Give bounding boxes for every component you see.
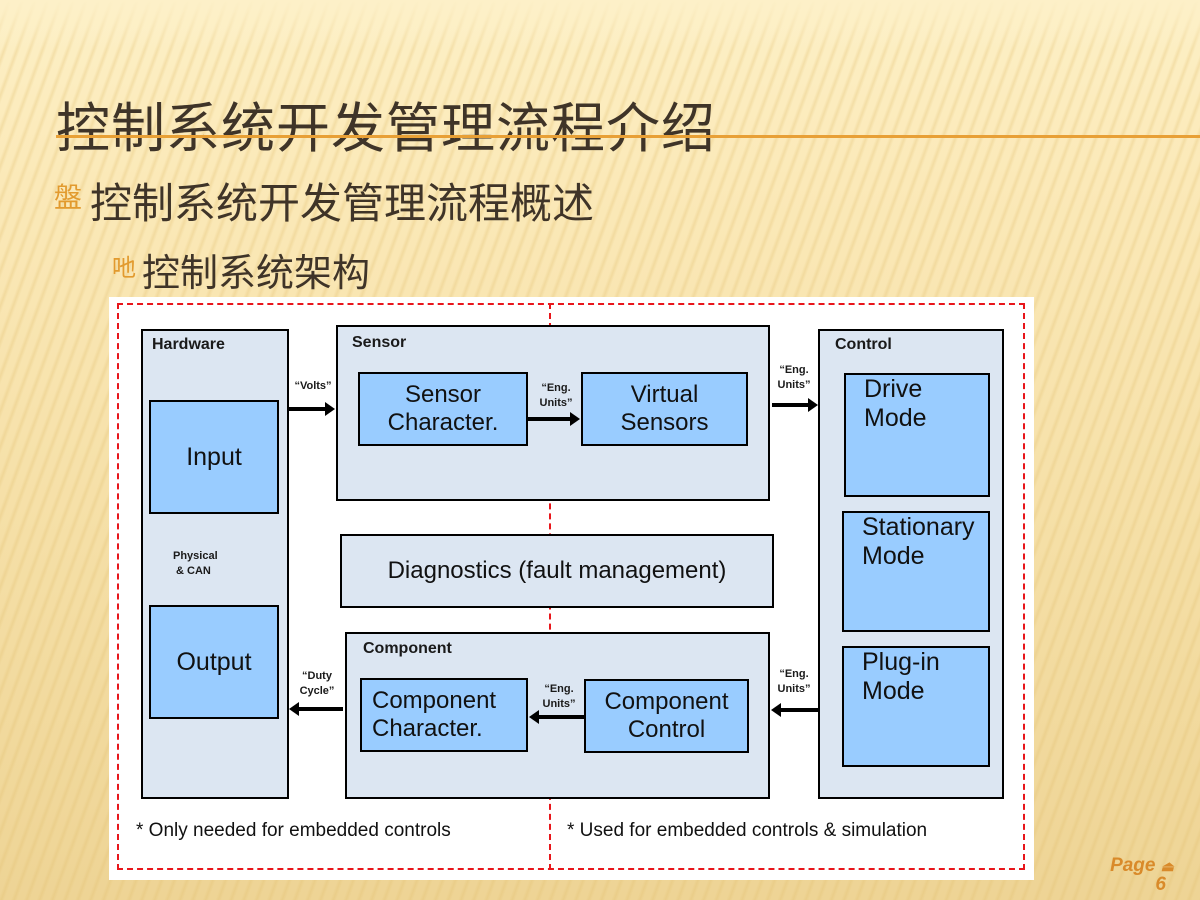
virtual-sensors-line2: Sensors <box>620 409 709 436</box>
sensor-label: Sensor <box>352 334 407 351</box>
drive-mode-line1: Drive <box>864 375 923 403</box>
sensor-character-block: Sensor Character. <box>358 372 528 446</box>
output-label: Output <box>176 647 252 676</box>
sensor-group: Sensor Sensor Character. “Eng. Units” Vi… <box>336 325 770 501</box>
sensor-eng-units-label: “Eng. Units” <box>530 381 582 412</box>
input-label: Input <box>186 442 242 471</box>
bullet-marker-icon: 盤 <box>54 181 83 214</box>
eng-units-line1: “Eng. <box>779 364 809 376</box>
bullet-level1: 盤控制系统开发管理流程概述 <box>54 170 594 231</box>
input-block: Input <box>149 400 279 514</box>
bullet-level1-text: 控制系统开发管理流程概述 <box>90 179 595 228</box>
eng-units-line2: Units” <box>777 379 811 392</box>
volts-arrow <box>289 402 335 416</box>
duty-cycle-arrow <box>289 702 343 716</box>
component-eng-units-label: “Eng. Units” <box>533 682 585 713</box>
sensor-character-line1: Sensor <box>404 381 482 409</box>
control-group: Control Drive Mode Stationary Mode Plug-… <box>818 329 1004 799</box>
eng-units-line1: “Eng. <box>544 683 574 695</box>
control-to-component-arrow <box>771 703 818 717</box>
component-group: Component Component Character. “Eng. Uni… <box>345 632 770 799</box>
hardware-group: Hardware Input Physical & CAN Output <box>141 329 289 799</box>
component-control-line2: Control <box>627 716 706 743</box>
diagnostics-block: Diagnostics (fault management) <box>340 534 774 608</box>
plugin-mode-block: Plug-in Mode <box>842 646 990 767</box>
page-number-value: 6 <box>1155 874 1166 895</box>
control-out-eng-units-label: “Eng. Units” <box>769 667 819 698</box>
note-embedded-only: * Only needed for embedded controls <box>136 820 451 841</box>
sensor-to-control-arrow <box>772 398 818 412</box>
stationary-mode-block: Stationary Mode <box>842 511 990 632</box>
output-block: Output <box>149 605 279 719</box>
virtual-sensors-line1: Virtual <box>630 381 699 409</box>
eng-units-line2: Units” <box>539 397 573 410</box>
control-in-eng-units-label: “Eng. Units” <box>769 363 819 394</box>
dashed-boundary <box>117 303 1025 870</box>
stationary-mode-line1: Stationary <box>862 513 975 541</box>
background-fade <box>0 0 1200 50</box>
duty-line1: “Duty <box>302 670 332 682</box>
component-label: Component <box>363 640 452 657</box>
volts-signal-label: “Volts” <box>294 380 332 392</box>
page-number: Page ⏏ 6 <box>1094 856 1174 894</box>
diagnostics-label: Diagnostics (fault management) <box>387 557 727 584</box>
slide-title: 控制系统开发管理流程介绍 <box>56 97 716 160</box>
eng-units-line1: “Eng. <box>779 668 809 680</box>
eng-units-line2: Units” <box>542 698 576 711</box>
component-control-block: Component Control <box>584 679 749 753</box>
component-control-line1: Component <box>604 688 729 716</box>
page-glyph-icon: ⏏ <box>1160 858 1174 874</box>
note-embedded-and-simulation: * Used for embedded controls & simulatio… <box>567 820 928 841</box>
drive-mode-block: Drive Mode <box>844 373 990 497</box>
duty-cycle-label: “Duty Cycle” <box>291 669 343 700</box>
page-label: Page <box>1110 855 1156 876</box>
hardware-label: Hardware <box>152 336 225 353</box>
eng-units-line2: Units” <box>777 683 811 696</box>
physical-line1: Physical <box>173 550 218 562</box>
component-character-block: Component Character. <box>360 678 528 752</box>
bullet-level2-text: 控制系统架构 <box>142 251 371 295</box>
drive-mode-line2: Mode <box>864 403 927 432</box>
virtual-sensors-block: Virtual Sensors <box>581 372 748 446</box>
bullet-level2: 吔控制系统架构 <box>112 242 370 297</box>
plugin-mode-line2: Mode <box>862 676 925 705</box>
component-internal-arrow <box>529 710 585 724</box>
stationary-mode-line2: Mode <box>862 541 925 570</box>
physical-line2: & CAN <box>176 565 211 578</box>
component-character-line2: Character. <box>372 715 483 742</box>
title-underline <box>56 135 1200 138</box>
sensor-character-line2: Character. <box>387 409 499 436</box>
component-character-line1: Component <box>372 687 497 715</box>
sensor-internal-arrow <box>528 412 580 426</box>
control-label: Control <box>835 336 892 353</box>
eng-units-line1: “Eng. <box>541 382 571 394</box>
sub-bullet-marker-icon: 吔 <box>112 254 136 282</box>
control-architecture-diagram: Hardware Input Physical & CAN Output “Vo… <box>109 297 1034 880</box>
duty-line2: Cycle” <box>299 685 335 698</box>
physical-can-label: Physical & CAN <box>173 549 218 580</box>
plugin-mode-line1: Plug-in <box>862 648 940 676</box>
